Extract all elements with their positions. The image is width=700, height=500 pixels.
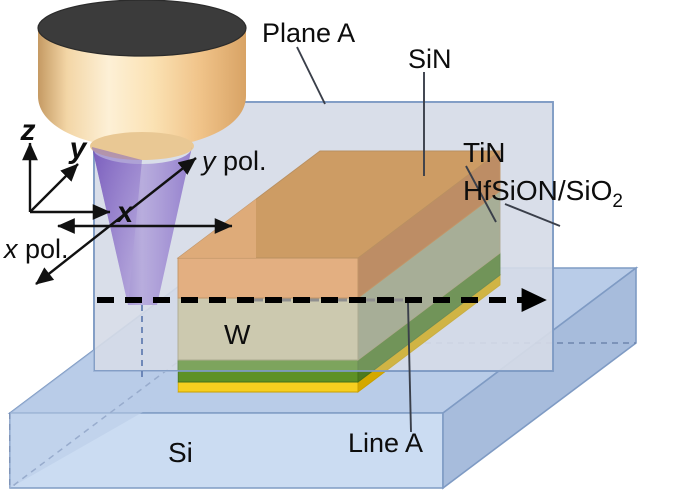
silicon-label: Si — [168, 437, 193, 468]
x-pol-text: pol. — [18, 234, 69, 264]
plane-a-label: Plane A — [262, 18, 355, 48]
axis-label-z: z — [20, 114, 36, 147]
objective-lens — [37, 0, 247, 160]
si-top-face-front-overlay — [10, 350, 178, 488]
sin-top-face — [176, 150, 502, 259]
plane-a-leader — [296, 46, 326, 105]
tin-label: TiN — [463, 137, 506, 168]
hfsion-front-face — [177, 381, 359, 393]
lens-aperture-rim — [90, 132, 194, 160]
tungsten-label: W — [224, 319, 251, 350]
hfsion-label: HfSiON/SiO2 — [463, 175, 623, 212]
leader-lines — [296, 46, 561, 433]
sin-label: SiN — [408, 44, 452, 74]
line-a-leader — [407, 302, 412, 433]
y-pol-symbol: y — [200, 146, 217, 176]
line-a-label: Line A — [348, 428, 423, 458]
polarization-arrows: x pol. y pol. — [2, 146, 267, 285]
y-pol-double-arrow — [35, 157, 197, 285]
lens-top-disc — [37, 0, 247, 57]
tin-leader — [465, 165, 497, 223]
hfsion-label-main: HfSiON/SiO — [463, 175, 612, 206]
y-pol-label: y pol. — [200, 146, 267, 176]
text-labels: Plane A SiN TiN HfSiON/SiO2 Line A W Si — [168, 18, 623, 468]
axis-label-x: x — [115, 196, 135, 229]
axis-label-y: y — [68, 132, 88, 165]
y-pol-text: pol. — [216, 146, 267, 176]
hfsion-label-subscript: 2 — [612, 191, 623, 212]
x-pol-label: x pol. — [2, 234, 69, 264]
hfsion-leader — [504, 203, 561, 227]
x-pol-symbol: x — [2, 234, 19, 264]
lens-barrel — [38, 28, 246, 148]
y-axis-arrow — [29, 163, 79, 213]
